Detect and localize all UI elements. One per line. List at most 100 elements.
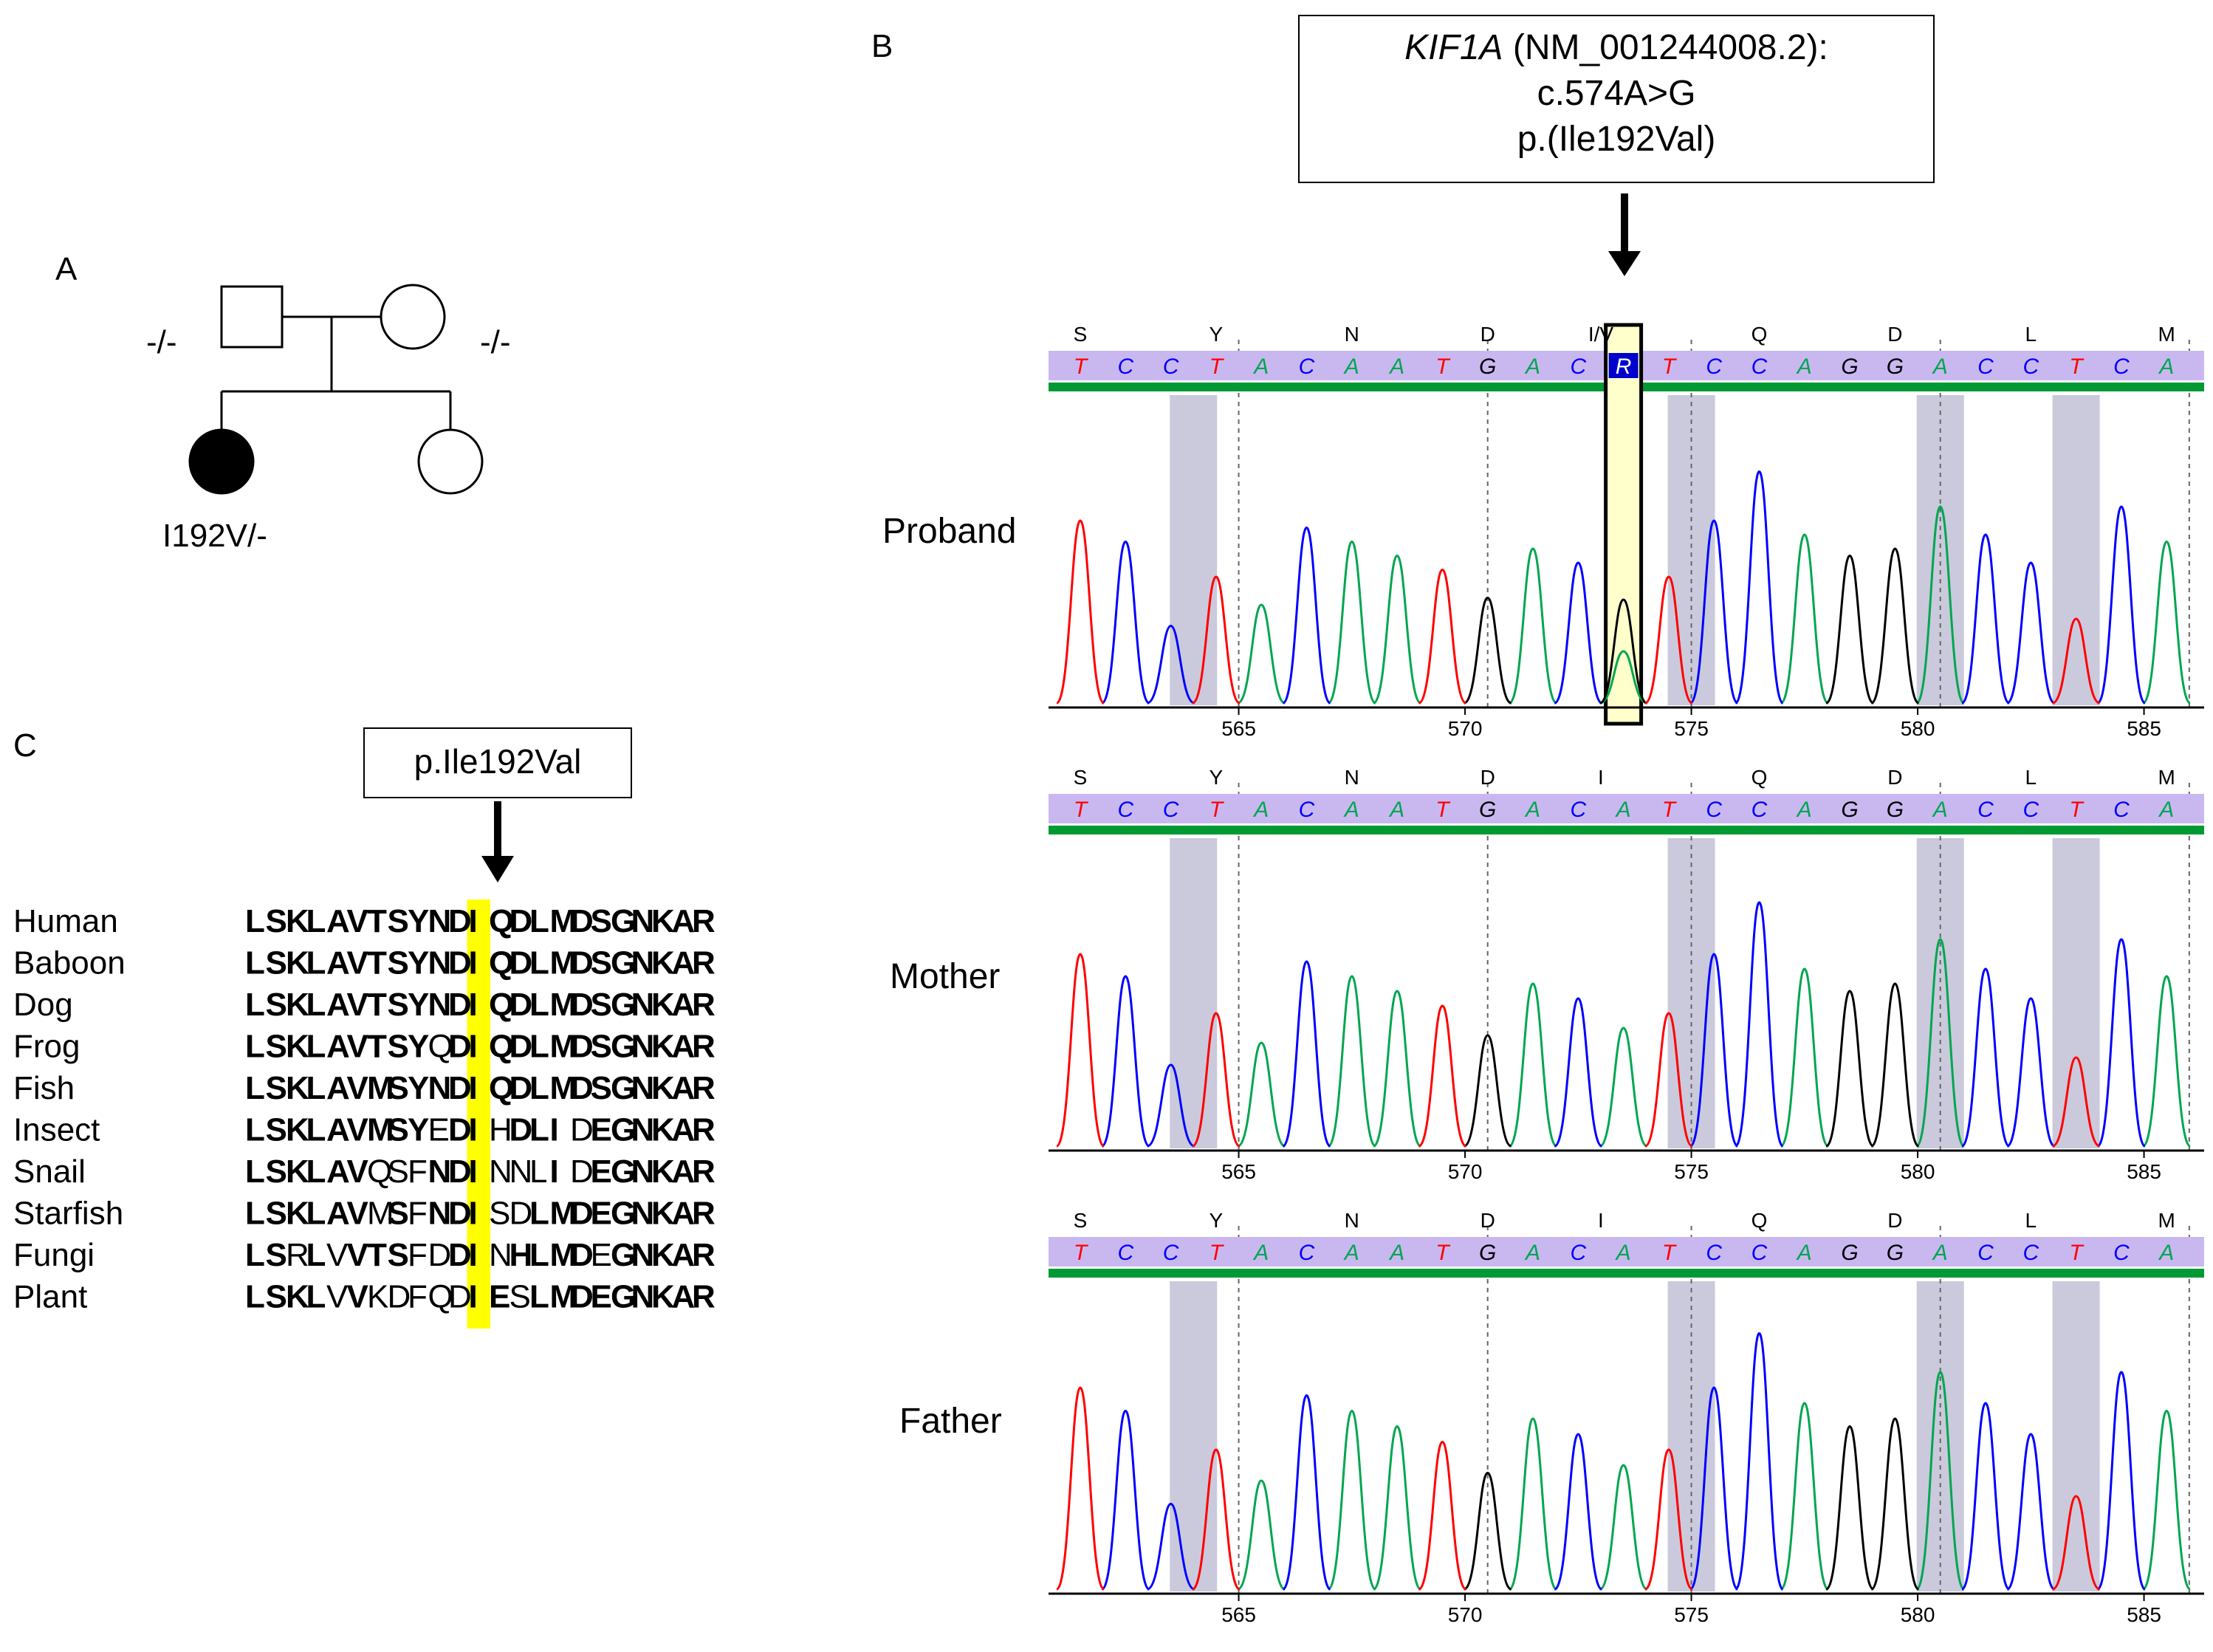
base-call: G (1841, 354, 1858, 379)
pedigree-chart: -/- -/- I192V/- (146, 284, 511, 554)
amino-acid-label: M (2158, 323, 2175, 346)
base-call: C (1163, 1241, 1179, 1265)
tick-label: 580 (1901, 1160, 1935, 1183)
base-call: T (1435, 1241, 1451, 1265)
base-call-strip (1049, 794, 2204, 823)
amino-acid-label: Q (1751, 766, 1768, 789)
base-call: G (1887, 798, 1904, 822)
base-call: G (1841, 1241, 1858, 1265)
amino-acid-label: N (1345, 1209, 1359, 1232)
base-call: A (1615, 1241, 1631, 1265)
base-call: A (1932, 798, 1948, 822)
amino-acid-label: S (1074, 766, 1088, 789)
base-call: C (1570, 354, 1586, 379)
tick-label: 575 (1674, 1160, 1709, 1183)
amino-acid-label: Y (1210, 1209, 1224, 1232)
base-call: C (1570, 1241, 1586, 1265)
species-label: Fungi (13, 1237, 95, 1273)
base-call: T (2069, 354, 2085, 379)
base-call: T (1662, 1241, 1678, 1265)
species-label: Fish (13, 1070, 75, 1106)
conserved-residue-highlight (467, 899, 490, 1329)
amino-acid-label: D (1887, 766, 1902, 789)
species-label: Insect (13, 1112, 100, 1148)
base-call: A (2158, 1241, 2174, 1265)
amino-acid-label: D (1481, 1209, 1495, 1232)
base-call: C (2113, 798, 2130, 822)
trace-T (1055, 953, 2101, 1148)
tick-label: 575 (1674, 1603, 1709, 1626)
tick-label: 580 (1901, 1603, 1935, 1626)
base-call: C (1117, 354, 1133, 379)
quality-bar (1049, 1269, 2204, 1278)
species-label: Plant (13, 1279, 87, 1315)
tick-label: 570 (1448, 1160, 1483, 1183)
base-call: A (1524, 798, 1540, 822)
base-call: A (1388, 798, 1404, 822)
amino-acid-label: I/V (1588, 323, 1614, 346)
trace-C (1100, 1331, 2147, 1591)
amino-acid-label: S (1074, 323, 1088, 346)
base-call: C (1977, 1241, 1994, 1265)
base-call: C (2022, 798, 2039, 822)
alignment-callout: p.Ile192Val (363, 727, 632, 798)
amino-acid-label: Q (1751, 1209, 1768, 1232)
gene-name: KIF1A (1404, 28, 1503, 67)
base-call: A (1252, 1241, 1269, 1265)
base-call: C (2022, 354, 2039, 379)
amino-acid-label: D (1481, 766, 1495, 789)
base-call: C (1117, 1241, 1133, 1265)
amino-acid-label: L (2025, 766, 2037, 789)
base-call: C (1751, 1241, 1768, 1265)
low-quality-shade (2052, 838, 2100, 1148)
base-call: G (1887, 1241, 1904, 1265)
base-call: C (1977, 798, 1994, 822)
base-call: T (1210, 798, 1225, 822)
trace-T (1055, 519, 2101, 705)
amino-acid-label: M (2158, 1209, 2175, 1232)
tick-label: 585 (2127, 717, 2161, 740)
amino-acid-label: D (1481, 323, 1495, 346)
base-call: G (1479, 798, 1496, 822)
base-call: A (1388, 354, 1404, 379)
species-label: Snail (13, 1154, 86, 1190)
base-call: A (1388, 1241, 1404, 1265)
base-call: A (1343, 798, 1359, 822)
protein-change: p.(Ile192Val) (1517, 120, 1716, 159)
father-genotype: -/- (146, 324, 177, 360)
species-label: Baboon (13, 945, 126, 981)
low-quality-shade (1170, 838, 1218, 1148)
tick-label: 570 (1448, 1603, 1483, 1626)
base-call: T (1210, 354, 1225, 379)
base-call: G (1479, 354, 1496, 379)
base-call: T (1435, 798, 1451, 822)
base-call: A (1932, 354, 1948, 379)
tick-label: 565 (1221, 1603, 1256, 1626)
amino-acid-label: I (1598, 1209, 1604, 1232)
base-call: A (2158, 354, 2174, 379)
amino-acid-label: N (1345, 766, 1359, 789)
base-call: C (1570, 798, 1586, 822)
panel-label-c: C (13, 727, 37, 764)
amino-acid-label: Y (1210, 323, 1224, 346)
base-call: A (1932, 1241, 1948, 1265)
base-call: A (1796, 354, 1812, 379)
sister-symbol (417, 428, 484, 495)
amino-acid-label: M (2158, 766, 2175, 789)
trace-C (1100, 470, 2147, 705)
base-call: R (1616, 354, 1632, 379)
base-call: T (1435, 354, 1451, 379)
panel-label-b: B (871, 28, 893, 64)
base-call: C (1751, 354, 1768, 379)
sanger-chromatograms: S Y N D I/V Q D L M T C C T A C A A T G A C R T C C A G G A C C T C A 565 5… (1049, 323, 2204, 1626)
